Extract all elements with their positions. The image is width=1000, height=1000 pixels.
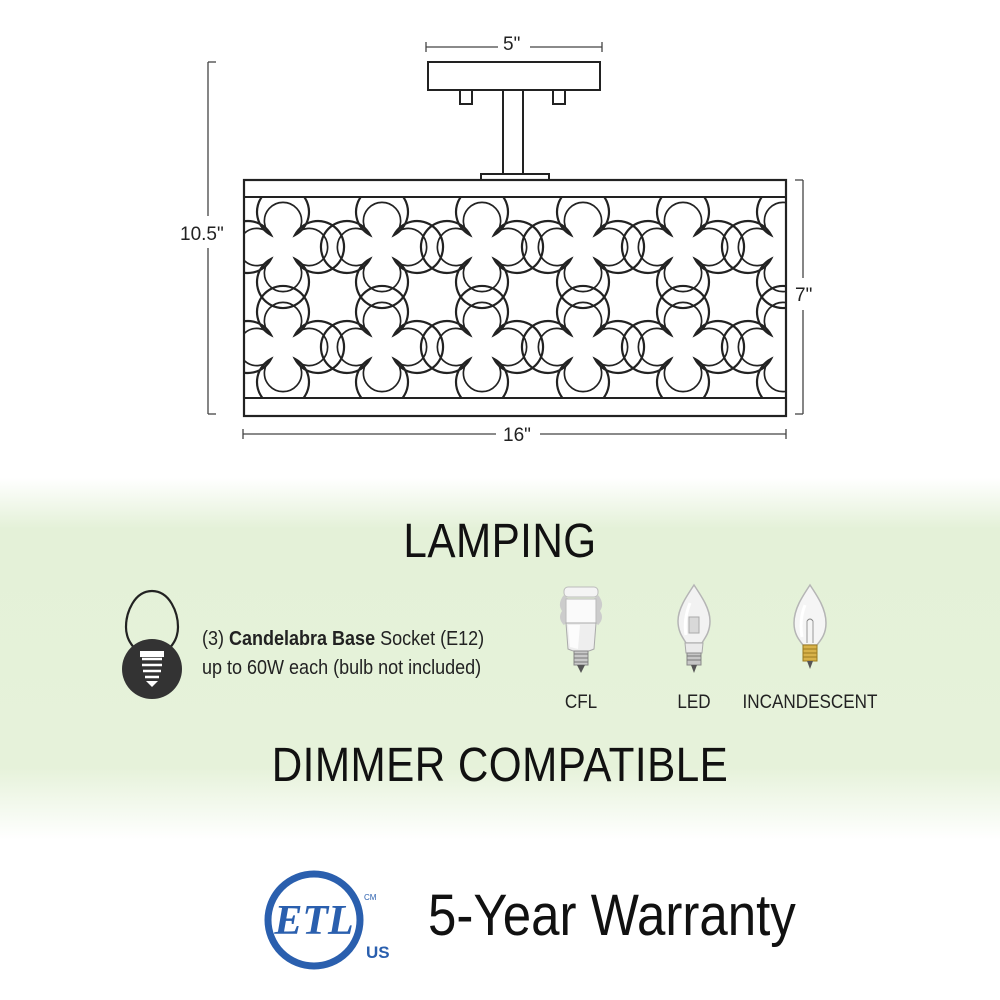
candelabra-bulb-icon	[122, 589, 182, 699]
bulb-label-led: LED	[677, 692, 711, 713]
lamping-heading: LAMPING	[403, 515, 597, 568]
socket-type: Candelabra Base	[229, 628, 376, 650]
wattage-text: up to 60W each (bulb not included)	[202, 657, 482, 679]
socket-suffix: Socket (E12)	[380, 628, 485, 650]
incandescent-bulb-icon	[793, 583, 827, 669]
socket-count: (3)	[202, 628, 225, 650]
canopy-width-dimension-line	[425, 42, 603, 52]
shade-height-label: 7"	[795, 285, 813, 306]
overall-height-dimension-line	[207, 61, 216, 415]
shade-width-dimension-line	[242, 429, 787, 439]
etl-logo-text: ETL	[273, 898, 353, 944]
bulb-label-incandescent: INCANDESCENT	[742, 692, 878, 713]
dimmer-compatible-heading: DIMMER COMPATIBLE	[271, 739, 729, 792]
shade-width-label: 16"	[503, 425, 531, 446]
etl-logo-cm: CM	[364, 893, 377, 902]
drum-shade	[242, 178, 788, 418]
etl-logo-us: US	[366, 943, 390, 962]
shade-height-dimension-line	[795, 179, 804, 415]
overall-height-label: 10.5"	[180, 224, 224, 245]
socket-description: (3) Candelabra Base Socket (E12) up to 6…	[202, 625, 484, 683]
canopy	[427, 61, 601, 181]
canopy-width-label: 5"	[503, 34, 521, 55]
cfl-bulb-icon	[560, 586, 602, 673]
led-bulb-icon	[677, 583, 711, 673]
warranty-text: 5-Year Warranty	[428, 883, 796, 948]
fixture-dimension-diagram	[207, 42, 804, 439]
bulb-label-cfl: CFL	[564, 692, 598, 713]
etl-listed-logo: ETL CM US	[264, 870, 390, 970]
